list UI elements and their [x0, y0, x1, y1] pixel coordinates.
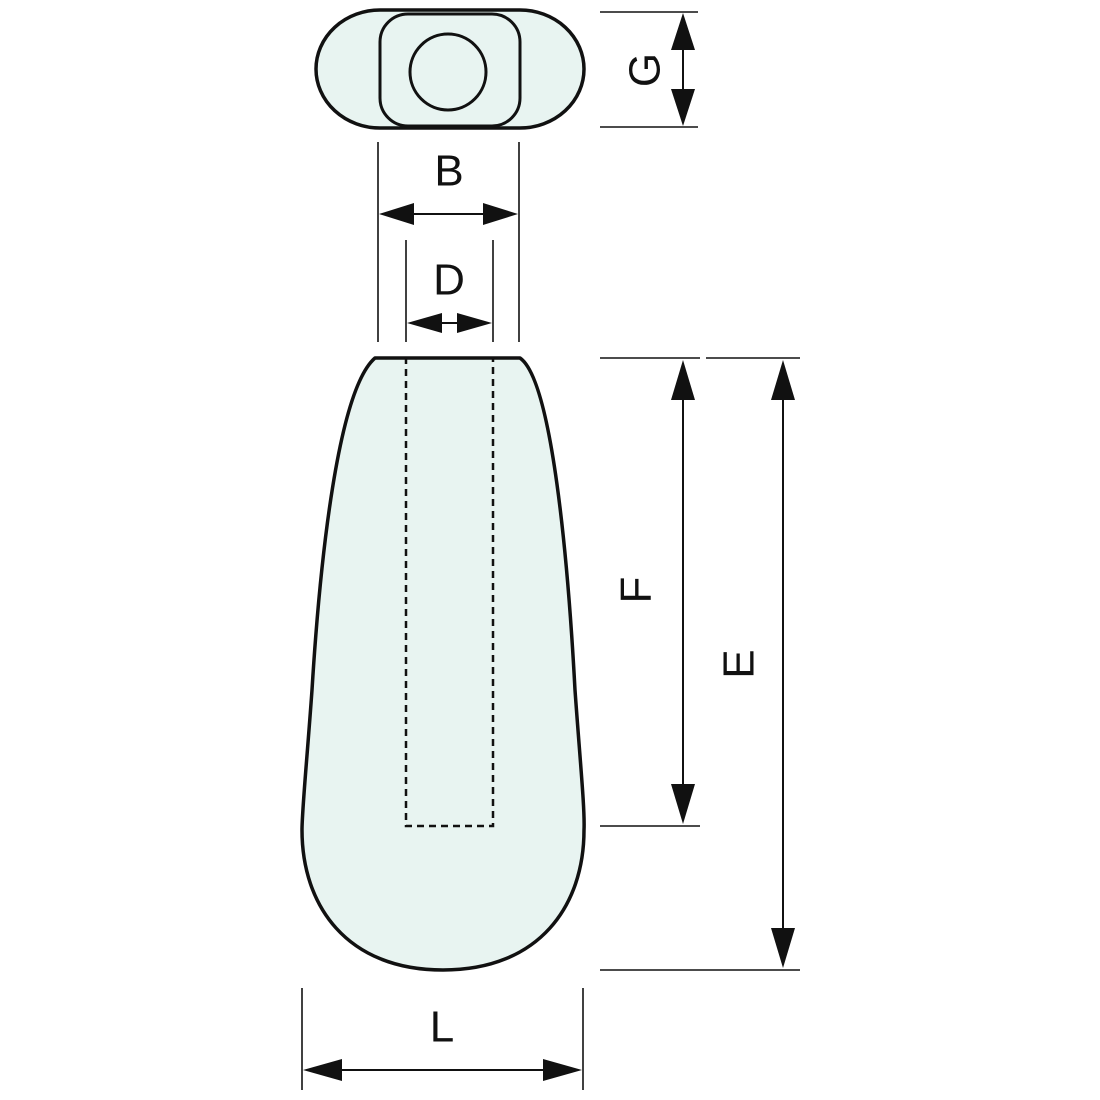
e-arrow-up	[771, 360, 795, 400]
top-view-bore-rim	[378, 12, 522, 128]
dimension-label-l: L	[430, 1003, 454, 1052]
dimension-label-f: F	[612, 577, 661, 604]
b-arrow-left	[379, 203, 414, 225]
dimension-e: E	[600, 357, 800, 971]
top-view-outline	[314, 8, 586, 130]
knob-body-outline	[300, 356, 586, 972]
f-arrow-up	[671, 360, 695, 400]
b-arrow-right	[483, 203, 518, 225]
e-arrow-down	[771, 928, 795, 968]
d-arrow-right	[457, 313, 492, 333]
top-view-bore-hole	[408, 32, 488, 112]
dimension-label-g: G	[621, 53, 670, 87]
f-arrow-down	[671, 784, 695, 824]
side-view	[300, 356, 586, 972]
d-arrow-left	[407, 313, 442, 333]
dimension-b: B	[377, 142, 520, 342]
dimension-l: L	[301, 988, 584, 1090]
g-arrow-up	[671, 13, 695, 50]
dimension-d: D	[405, 240, 494, 342]
hidden-bore	[404, 356, 495, 828]
dimension-label-e: E	[715, 649, 764, 678]
dimension-g: G	[600, 11, 698, 128]
top-view	[314, 8, 586, 130]
dimension-label-d: D	[433, 256, 465, 305]
l-arrow-right	[543, 1059, 582, 1081]
l-arrow-left	[303, 1059, 342, 1081]
g-arrow-down	[671, 89, 695, 126]
dimension-label-b: B	[434, 147, 463, 196]
dimension-f: F	[600, 357, 700, 827]
